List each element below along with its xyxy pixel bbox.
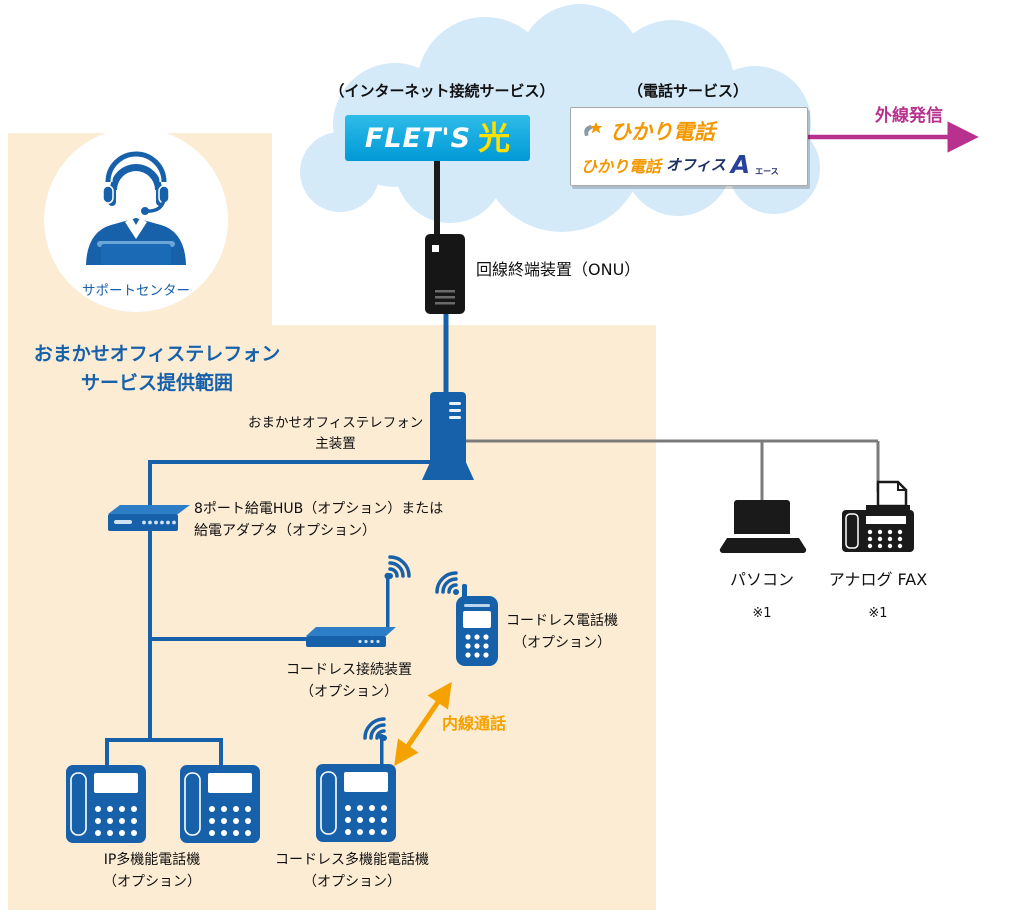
ip-phone-label-line2: （オプション） [103,873,201,890]
hikari-denwa-star-phone-icon [584,122,603,136]
office-logo-text: オフィス [666,156,726,174]
ip-desk-phone-icon [66,765,146,843]
flets-hikari-kanji: 光 [478,119,511,157]
cordless-phone-label-line2: （オプション） [513,634,611,651]
hub-label: 8ポート給電HUB（オプション）または 給電アダプタ（オプション） [194,499,443,542]
cordless-adapter-icon [306,572,396,647]
hikari-denwa-logo-text: ひかり電話 [610,120,715,144]
ip-desk-phone-icon [180,765,260,843]
fax-machine-icon [842,480,914,552]
office-ace-ruby: エース [755,167,779,176]
support-center-label: サポートセンター [82,283,190,299]
poe-hub-icon [108,505,190,531]
onu-device-icon [425,234,465,314]
fax-note: ※1 [868,606,888,621]
onu-label: 回線終端装置（ONU） [476,260,641,279]
internal-call-label: 内線通話 [442,714,507,733]
internet-service-label: （インターネット接続サービス） [329,82,555,100]
cordless-handset-icon [456,584,498,666]
wifi-signal-icon [387,555,411,579]
fax-label: アナログ FAX [828,570,928,589]
pc-note: ※1 [752,606,772,621]
hikari-denwa-logo-box: ひかり電話 ひかり電話 オフィス A エース [570,107,808,186]
cordless-desk-phone-icon [316,734,396,842]
cordless-phone-label-line1: コードレス電話機 [506,613,618,629]
ip-phone-label-line1: IP多機能電話機 [103,852,201,868]
hikari-denwa-office-row: ひかり電話 オフィス A エース [581,152,797,177]
service-area-title-line1: おまかせオフィステレフォン [33,343,281,365]
office-a-letter: A [730,150,751,179]
service-area-title: おまかせオフィステレフォン サービス提供範囲 [12,340,302,399]
cordless-phone-label: コードレス電話機 （オプション） [502,611,622,654]
hikari-denwa-row: ひかり電話 [581,116,797,146]
wifi-signal-icon [363,717,387,741]
cordless-adapter-label: コードレス接続装置 （オプション） [262,660,436,703]
internal-call-arrow [394,681,452,767]
outgoing-call-label: 外線発信 [875,106,943,126]
wifi-signal-icon [435,571,459,595]
main-unit-label: おまかせオフィステレフォン 主装置 [248,413,423,455]
ip-phone-label: IP多機能電話機 （オプション） [64,850,240,893]
cordless-adapter-label-line1: コードレス接続装置 [286,662,412,678]
flets-logo-text: FLET'S [364,122,472,154]
laptop-icon [719,500,807,554]
cordless-multi-phone-label-line2: （オプション） [303,873,401,890]
main-unit-label-line2: 主装置 [315,435,356,452]
hub-label-line2: 給電アダプタ（オプション） [194,522,376,539]
cordless-multi-phone-label: コードレス多機能電話機 （オプション） [258,850,446,893]
service-area-title-line2: サービス提供範囲 [80,372,233,395]
hub-label-line1: 8ポート給電HUB（オプション）または [194,501,444,517]
hikari-denwa-small-text: ひかり電話 [581,156,662,176]
main-unit-label-line1: おまかせオフィステレフォン [248,415,424,431]
line-main-unit-to-pc-fax [464,439,880,506]
pc-label: パソコン [729,570,794,589]
phone-service-label: （電話サービス） [627,82,748,100]
line-main-unit-to-devices [105,460,437,770]
cordless-multi-phone-label-line1: コードレス多機能電話機 [275,852,429,868]
support-operator-icon [86,149,186,265]
cordless-adapter-label-line2: （オプション） [300,683,398,700]
main-unit-icon [422,392,474,480]
flets-hikari-logo: FLET'S 光 [345,115,530,161]
